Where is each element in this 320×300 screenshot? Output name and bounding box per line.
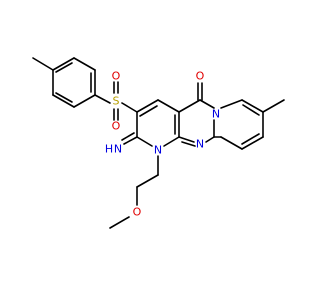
bond [121,132,135,141]
bond [262,99,285,113]
ring-nitrogen-label: N [154,144,162,157]
imine-nitrogen-label: N [114,143,122,156]
ether-oxygen-label: O [133,206,142,219]
bond [178,99,201,113]
bond [94,94,111,104]
bond [55,92,73,103]
bond [52,57,75,71]
bridge-nitrogen-label: N [212,108,220,121]
bond [52,94,75,108]
bond [241,99,264,113]
bond [242,104,260,116]
bond [139,105,158,117]
bond [136,99,159,113]
bond [121,102,138,113]
bond [109,216,130,229]
molecule-structure: S O O O N N N H N O [32,57,285,229]
bond [199,99,215,109]
bond [123,136,138,145]
bond [205,136,215,143]
bond [163,136,180,147]
bond [73,57,96,71]
carbonyl-oxygen-label: O [196,70,205,83]
bond [241,133,260,145]
bond [136,136,153,147]
bonds [32,57,285,229]
bond [178,136,195,143]
bond [220,99,243,109]
bond [181,141,196,147]
molecule-canvas: S O O O N N N H N O [32,57,285,229]
imine-hydrogen-label: H [105,143,113,156]
bond [157,99,180,113]
bond [55,62,73,73]
bond [220,136,243,150]
ring-nitrogen-label: N [196,138,204,151]
sulfonyl-oxygen-label: O [112,70,121,83]
sulfur-atom-label: S [113,95,120,108]
bond [32,57,54,71]
bond [136,174,159,188]
atom-labels: S O O O N N N H N O [105,70,220,219]
bond [73,94,96,108]
bond [241,136,264,150]
sulfonyl-oxygen-label: O [112,120,121,133]
